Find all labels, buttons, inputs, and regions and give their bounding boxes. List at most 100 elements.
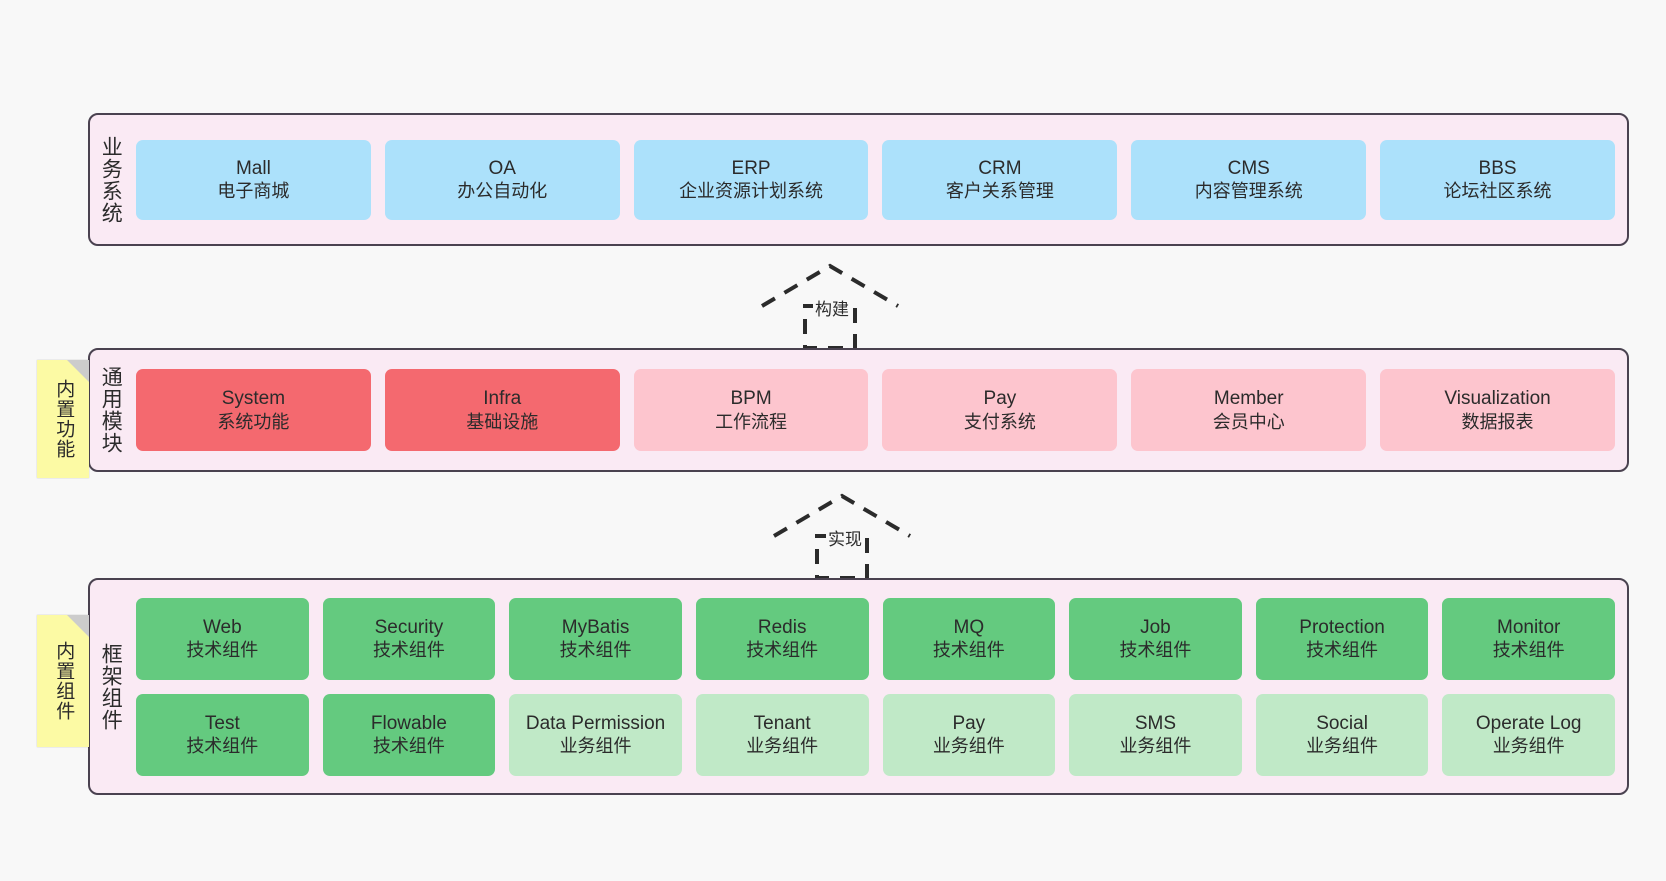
note-fold-icon	[67, 615, 89, 637]
card-title: Pay	[983, 388, 1017, 410]
layer-body-common-module: System 系统功能 Infra 基础设施 BPM 工作流程 Pay 支付系统…	[130, 350, 1627, 470]
card-subtitle: 业务组件	[1492, 736, 1565, 757]
card-social[interactable]: Social 业务组件	[1255, 693, 1429, 776]
card-sms[interactable]: SMS 业务组件	[1069, 693, 1242, 776]
card-title: Redis	[757, 616, 807, 638]
card-subtitle: 技术组件	[1119, 640, 1192, 661]
card-cms[interactable]: CMS 内容管理系统	[1131, 139, 1367, 220]
card-oa[interactable]: OA 办公自动化	[384, 139, 620, 220]
card-title: ERP	[731, 157, 771, 179]
card-monitor[interactable]: Monitor 技术组件	[1442, 597, 1615, 680]
card-subtitle: 支付系统	[963, 411, 1036, 432]
card-subtitle: 内容管理系统	[1194, 181, 1303, 202]
card-visualization[interactable]: Visualization 数据报表	[1380, 369, 1615, 451]
card-subtitle: 电子商城	[217, 181, 290, 202]
card-security[interactable]: Security 技术组件	[322, 597, 496, 680]
card-subtitle: 技术组件	[559, 640, 632, 661]
framework-business-row: Test 技术组件 Flowable 技术组件 Data Permission …	[136, 693, 1615, 776]
card-test[interactable]: Test 技术组件	[136, 693, 309, 776]
card-title: System	[221, 388, 286, 410]
card-subtitle: 数据报表	[1461, 411, 1534, 432]
card-flowable[interactable]: Flowable 技术组件	[322, 693, 496, 776]
sticky-note-label: 内置功能	[53, 379, 75, 459]
layer-body-framework-component: Web 技术组件 Security 技术组件 MyBatis 技术组件 Redi…	[130, 580, 1627, 793]
card-bpm[interactable]: BPM 工作流程	[633, 369, 869, 451]
card-subtitle: 业务组件	[932, 736, 1005, 757]
card-title: Social	[1316, 712, 1368, 734]
card-title: Security	[374, 616, 444, 638]
layer-common-module: 通用模块 System 系统功能 Infra 基础设施 BPM 工作流程 Pay…	[88, 348, 1629, 472]
card-redis[interactable]: Redis 技术组件	[695, 597, 869, 680]
framework-tech-row: Web 技术组件 Security 技术组件 MyBatis 技术组件 Redi…	[136, 597, 1615, 680]
card-infra[interactable]: Infra 基础设施	[384, 369, 620, 451]
card-member[interactable]: Member 会员中心	[1131, 369, 1367, 451]
card-title: Member	[1213, 388, 1284, 410]
card-title: Monitor	[1497, 616, 1561, 638]
layer-body-business-system: Mall 电子商城 OA 办公自动化 ERP 企业资源计划系统 CRM 客户关系…	[130, 115, 1627, 244]
card-crm[interactable]: CRM 客户关系管理	[882, 139, 1118, 220]
card-title: CRM	[978, 157, 1022, 179]
card-job[interactable]: Job 技术组件	[1069, 597, 1242, 680]
card-subtitle: 系统功能	[217, 411, 290, 432]
sticky-note-builtin-component: 内置组件	[37, 615, 89, 747]
card-subtitle: 技术组件	[746, 640, 819, 661]
card-title: Web	[202, 616, 242, 638]
card-mall[interactable]: Mall 电子商城	[136, 139, 371, 220]
card-title: SMS	[1134, 712, 1177, 734]
card-subtitle: 技术组件	[932, 640, 1005, 661]
card-title: Pay	[952, 712, 986, 734]
card-subtitle: 业务组件	[746, 736, 819, 757]
card-subtitle: 工作流程	[715, 411, 788, 432]
card-subtitle: 基础设施	[466, 411, 539, 432]
card-mq[interactable]: MQ 技术组件	[882, 597, 1056, 680]
card-operate-log[interactable]: Operate Log 业务组件	[1442, 693, 1615, 776]
card-title: MQ	[953, 616, 985, 638]
layer-title-framework-component: 框架组件	[99, 642, 123, 731]
card-subtitle: 办公自动化	[457, 181, 548, 202]
card-subtitle: 企业资源计划系统	[679, 181, 824, 202]
card-subtitle: 技术组件	[186, 736, 259, 757]
card-subtitle: 技术组件	[372, 736, 445, 757]
card-title: BPM	[730, 388, 772, 410]
card-title: Protection	[1299, 616, 1385, 638]
layer-business-system: 业务系统 Mall 电子商城 OA 办公自动化 ERP 企业资源计划系统 CRM…	[88, 113, 1629, 246]
card-title: Infra	[483, 388, 522, 410]
card-title: CMS	[1227, 157, 1270, 179]
card-web[interactable]: Web 技术组件	[136, 597, 309, 680]
card-title: Visualization	[1444, 388, 1551, 410]
card-subtitle: 业务组件	[1306, 736, 1379, 757]
card-tenant[interactable]: Tenant 业务组件	[695, 693, 869, 776]
card-subtitle: 技术组件	[372, 640, 445, 661]
card-title: Test	[204, 712, 240, 734]
card-system[interactable]: System 系统功能	[136, 369, 371, 451]
card-pay[interactable]: Pay 支付系统	[882, 369, 1118, 451]
card-subtitle: 客户关系管理	[945, 181, 1054, 202]
card-subtitle: 论坛社区系统	[1443, 181, 1552, 202]
card-pay-business[interactable]: Pay 业务组件	[882, 693, 1056, 776]
connector-implement-label: 实现	[826, 525, 864, 550]
card-title: Flowable	[370, 712, 447, 734]
card-title: Data Permission	[525, 712, 666, 734]
sticky-note-builtin-function: 内置功能	[37, 360, 89, 478]
sticky-note-label: 内置组件	[53, 641, 75, 721]
layer-framework-component: 框架组件 Web 技术组件 Security 技术组件 MyBatis 技术组件…	[88, 578, 1629, 795]
card-data-permission[interactable]: Data Permission 业务组件	[509, 693, 682, 776]
card-bbs[interactable]: BBS 论坛社区系统	[1380, 139, 1615, 220]
card-title: Tenant	[753, 712, 811, 734]
card-title: Operate Log	[1475, 712, 1582, 734]
card-subtitle: 业务组件	[1119, 736, 1192, 757]
card-subtitle: 会员中心	[1212, 411, 1285, 432]
card-subtitle: 技术组件	[1492, 640, 1565, 661]
connector-build-label: 构建	[813, 295, 851, 320]
card-subtitle: 业务组件	[559, 736, 632, 757]
card-erp[interactable]: ERP 企业资源计划系统	[633, 139, 869, 220]
card-title: Job	[1140, 616, 1171, 638]
card-protection[interactable]: Protection 技术组件	[1255, 597, 1429, 680]
layer-title-common-module: 通用模块	[99, 366, 123, 454]
card-subtitle: 技术组件	[186, 640, 259, 661]
card-title: BBS	[1478, 157, 1517, 179]
layer-title-business-system: 业务系统	[99, 135, 123, 224]
card-subtitle: 技术组件	[1306, 640, 1379, 661]
card-mybatis[interactable]: MyBatis 技术组件	[509, 597, 682, 680]
